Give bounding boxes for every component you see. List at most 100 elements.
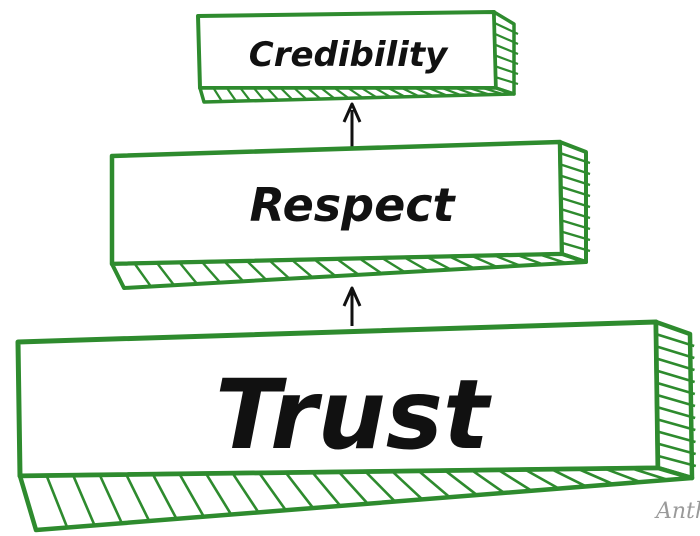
- block-credibility-label: Credibility: [249, 35, 449, 75]
- hatch-mark: [655, 332, 695, 348]
- hatch-mark: [495, 65, 519, 76]
- hatch-mark: [156, 262, 176, 287]
- hatch-mark: [577, 467, 615, 486]
- block-respect: Respect: [109, 139, 591, 290]
- hatch-mark: [455, 86, 477, 97]
- hatch-mark: [311, 471, 342, 507]
- hatch-mark: [231, 472, 260, 514]
- hatch-mark: [468, 86, 491, 96]
- hatch-mark: [657, 442, 697, 456]
- hatch-mark: [441, 86, 463, 97]
- hatch-mark: [539, 253, 568, 265]
- hatch-mark: [561, 241, 591, 253]
- hatch-mark: [657, 430, 696, 444]
- hatch-mark: [561, 230, 591, 242]
- hatch-mark: [268, 259, 291, 280]
- hatch-mark: [524, 468, 560, 490]
- hatch-mark: [226, 87, 238, 102]
- hatch-mark: [333, 87, 350, 100]
- hatch-mark: [201, 261, 222, 284]
- block-credibility-hatching: [212, 21, 519, 103]
- hatch-mark: [284, 471, 315, 510]
- hatch-mark: [320, 87, 336, 100]
- hatch-mark: [417, 470, 451, 499]
- hatch-mark: [560, 163, 591, 176]
- hatch-mark: [495, 76, 519, 86]
- hatch-mark: [657, 454, 697, 468]
- hatch-mark: [448, 255, 476, 270]
- hatch-mark: [414, 86, 434, 98]
- hatch-mark: [656, 405, 696, 420]
- hatch-mark: [656, 369, 696, 384]
- hatch-mark: [560, 196, 591, 209]
- hatch-mark: [347, 87, 364, 99]
- hatch-mark: [561, 219, 591, 231]
- hatch-mark: [494, 254, 522, 268]
- hatch-mark: [239, 87, 252, 102]
- hatch-mark: [494, 32, 519, 46]
- arrow-trust-to-respect: [342, 286, 362, 326]
- hatch-mark: [656, 381, 696, 396]
- block-respect-hatching: [133, 152, 591, 288]
- block-respect-label: Respect: [249, 178, 456, 232]
- hatch-mark: [631, 467, 670, 482]
- hatch-mark: [471, 469, 506, 495]
- hatch-mark: [151, 473, 178, 520]
- block-trust-hatching: [45, 332, 697, 529]
- hatch-mark: [656, 418, 696, 432]
- hatch-mark: [125, 474, 151, 522]
- hatch-mark: [258, 472, 288, 512]
- hatch-mark: [428, 86, 448, 97]
- arrow-respect-to-credibility: [342, 102, 362, 150]
- hatch-mark: [358, 257, 383, 275]
- hatch-mark: [381, 256, 406, 274]
- hatch-mark: [426, 255, 452, 271]
- hatch-mark: [655, 345, 695, 360]
- hatch-mark: [494, 54, 519, 66]
- hatch-mark: [178, 261, 199, 285]
- signature: Anth: [654, 499, 700, 524]
- hatch-mark: [482, 86, 505, 96]
- hatch-mark: [246, 260, 268, 282]
- block-trust-label: Trust: [215, 359, 492, 471]
- hatch-mark: [494, 43, 519, 56]
- hatch-mark: [497, 468, 533, 493]
- hatch-mark: [493, 21, 519, 35]
- hatch-mark: [266, 87, 280, 101]
- hatch-mark: [360, 87, 378, 99]
- hatch-mark: [444, 469, 479, 497]
- hatch-mark: [604, 467, 642, 484]
- hatch-mark: [374, 87, 392, 99]
- hatch-mark: [471, 254, 499, 269]
- hatch-mark: [338, 471, 369, 505]
- hatch-mark: [204, 472, 233, 516]
- hatch-mark: [336, 258, 360, 276]
- hatch-mark: [551, 468, 588, 488]
- hatch-mark: [71, 474, 96, 527]
- hatch-mark: [364, 470, 397, 503]
- hatch-mark: [560, 174, 591, 187]
- hatch-mark: [516, 253, 545, 266]
- hatch-mark: [279, 87, 294, 101]
- block-credibility: Credibility: [196, 10, 519, 104]
- hatch-mark: [45, 475, 69, 529]
- block-trust: Trust: [15, 319, 697, 533]
- hatch-mark: [212, 87, 224, 103]
- hatch-mark: [560, 208, 591, 220]
- hatch-mark: [252, 87, 266, 102]
- block-respect-bottom: [110, 252, 588, 290]
- hatch-mark: [559, 152, 591, 165]
- hatch-mark: [387, 87, 406, 98]
- hatch-mark: [133, 262, 153, 288]
- hatch-mark: [178, 473, 206, 518]
- hatch-mark: [656, 357, 695, 372]
- hatch-mark: [306, 87, 322, 100]
- hatch-mark: [293, 87, 308, 101]
- hatch-mark: [98, 474, 124, 525]
- hatch-mark: [223, 260, 245, 283]
- hatch-mark: [291, 259, 314, 279]
- hatch-mark: [313, 258, 337, 278]
- hatch-mark: [401, 87, 420, 98]
- hatch-mark: [560, 185, 591, 198]
